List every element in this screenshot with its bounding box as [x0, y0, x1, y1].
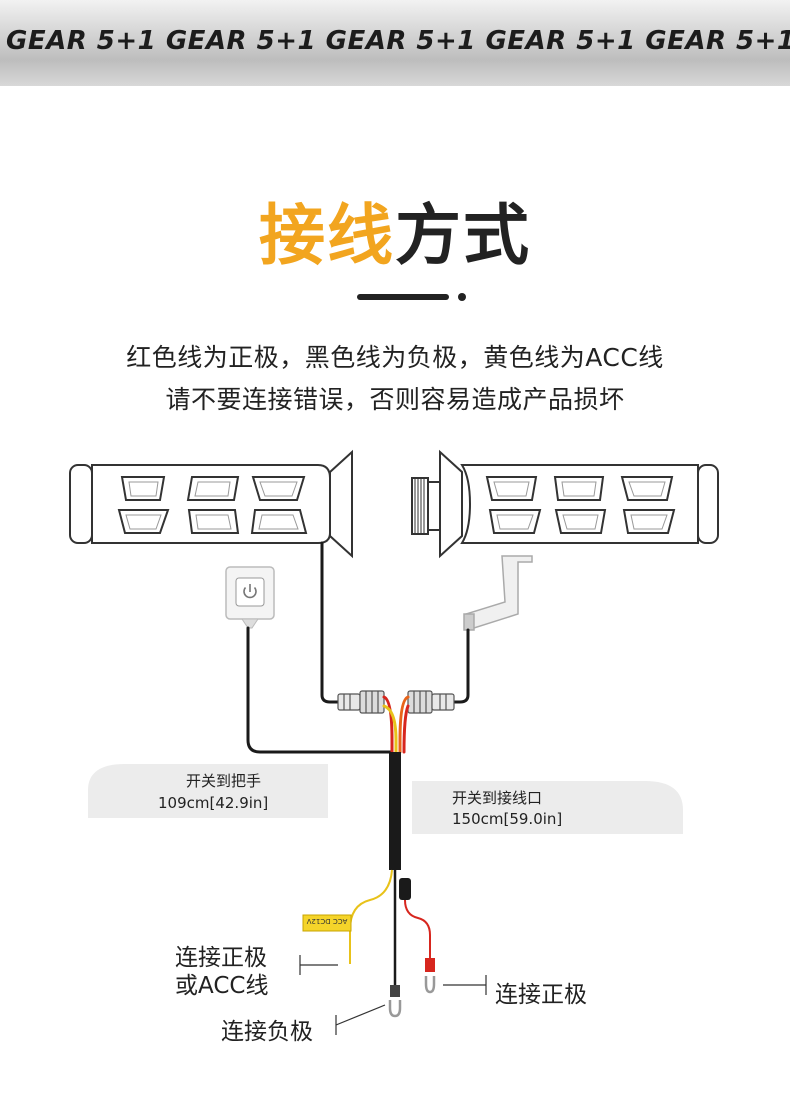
switch-to-grip-title: 开关到把手 [186, 772, 262, 790]
positive-fork-terminal [424, 976, 436, 994]
subtitle-line2: 请不要连接错误，否则容易造成产品损坏 [165, 385, 625, 414]
label-negative: 连接负极 [221, 1019, 313, 1045]
connector-left [337, 690, 385, 714]
power-switch [225, 566, 275, 629]
negative-terminal-sleeve [390, 985, 400, 997]
switch-to-grip-length: 109cm[42.9in] [158, 794, 269, 812]
label-positive-or-acc-line1: 连接正极 [175, 945, 267, 971]
red-positive-wire [404, 899, 431, 960]
left-grip [69, 449, 353, 559]
switch-to-port-length: 150cm[59.0in] [452, 810, 563, 828]
page-title: 接线方式 [0, 182, 790, 278]
mounting-bracket [463, 555, 533, 631]
yellow-acc-wire [349, 869, 393, 964]
title-underline [357, 294, 449, 300]
callout-switch-to-port [412, 781, 683, 834]
connector-right [407, 690, 455, 714]
leader-lines [299, 955, 487, 1035]
title-rest: 方式 [395, 197, 531, 274]
title-accent: 接线 [259, 197, 395, 274]
subtitle-line1: 红色线为正极，黑色线为负极，黄色线为ACC线 [126, 343, 664, 372]
label-positive-or-acc-line2: 或ACC线 [175, 973, 269, 999]
power-icon [243, 584, 257, 599]
callout-switch-to-grip [88, 764, 328, 818]
black-wires [246, 541, 470, 754]
positive-terminal-sleeve [425, 958, 435, 972]
top-banner: GEAR 5+1 GEAR 5+1 GEAR 5+1 GEAR 5+1 GEAR… [0, 0, 790, 86]
acc-tag [302, 914, 352, 932]
banner-text: GEAR 5+1 GEAR 5+1 GEAR 5+1 GEAR 5+1 GEAR… [6, 26, 790, 56]
fuse-holder [399, 878, 411, 900]
acc-tag-text: ACC DC12V [306, 917, 347, 925]
switch-to-port-title: 开关到接线口 [452, 789, 543, 807]
right-grip [411, 449, 719, 559]
colored-wire-bundle [382, 695, 410, 754]
label-positive: 连接正极 [495, 982, 587, 1008]
main-harness [389, 752, 401, 870]
title-dot [458, 293, 466, 301]
negative-fork-terminal [388, 1000, 402, 1018]
